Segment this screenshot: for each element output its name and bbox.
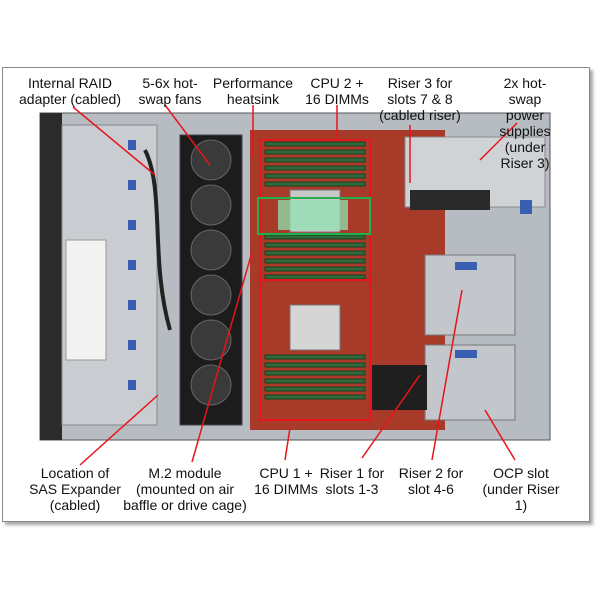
callout-ocp-slot: OCP slot (under Riser 1) [482, 465, 560, 513]
performance-heatsink [278, 200, 348, 230]
fans [190, 139, 232, 406]
callout-internal-raid: Internal RAID adapter (cabled) [19, 75, 121, 107]
dimm-banks [264, 141, 366, 400]
drive-bay-latches [128, 140, 136, 390]
callout-riser2: Riser 2 for slot 4-6 [398, 465, 464, 497]
cpu1-heatsink [289, 304, 341, 351]
callout-power-supplies: 2x hot-swap power supplies (under Riser … [499, 75, 551, 171]
callout-cpu1: CPU 1 + 16 DIMMs [254, 465, 318, 497]
riser-latches [455, 200, 532, 358]
callout-m2-module: M.2 module (mounted on air baffle or dri… [123, 465, 247, 513]
riser3-bracket [410, 190, 490, 210]
black-shroud [372, 365, 427, 410]
heatsink-highlight [257, 197, 371, 235]
callout-sas-expander: Location of SAS Expander (cabled) [29, 465, 121, 513]
front-bezel [40, 113, 62, 440]
callout-performance-heatsink: Performance heatsink [212, 75, 294, 107]
callout-lines [72, 104, 518, 466]
callout-riser1: Riser 1 for slots 1-3 [319, 465, 385, 497]
drive-cables [143, 149, 172, 331]
label-sticker [65, 239, 107, 361]
callout-cpu2: CPU 2 + 16 DIMMs [305, 75, 369, 107]
callout-riser3: Riser 3 for slots 7 & 8 (cabled riser) [379, 75, 461, 123]
callout-hot-swap-fans: 5-6x hot- swap fans [138, 75, 202, 107]
